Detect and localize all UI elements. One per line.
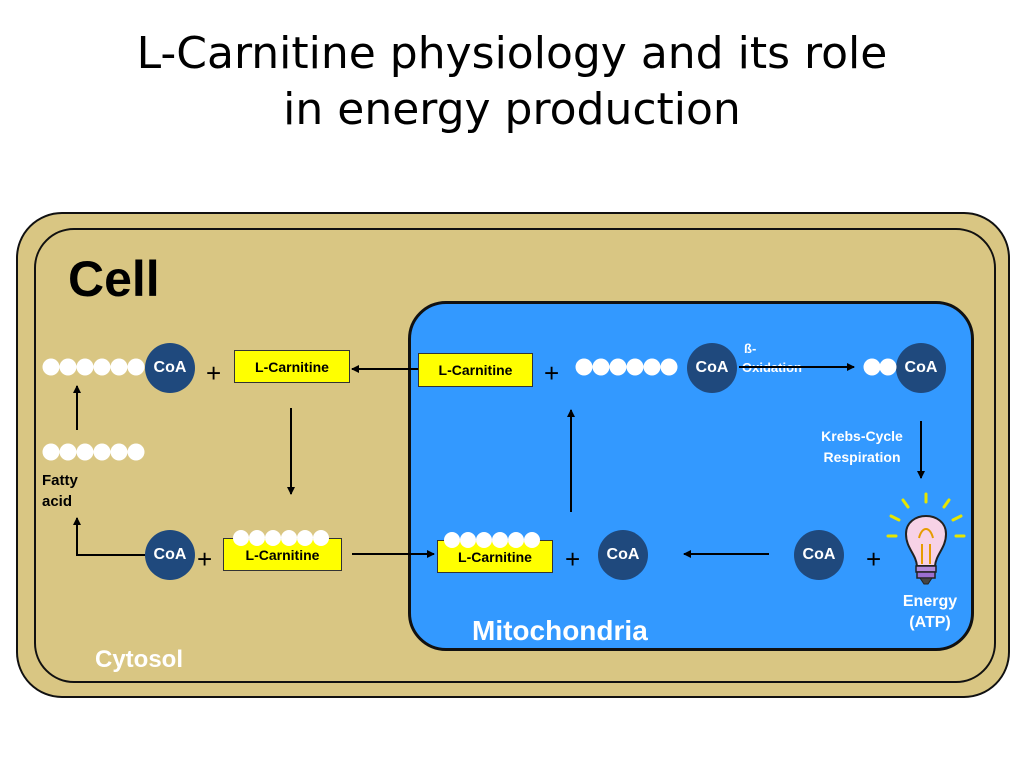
slide-title-line-2: in energy production xyxy=(283,84,741,135)
l-carnitine-box-cytosol-top: L-Carnitine xyxy=(234,350,350,383)
cell-label: Cell xyxy=(68,251,160,307)
fatty-acid-chain-free xyxy=(42,443,145,461)
fatty-acid-chain-cytosol-top xyxy=(42,358,145,376)
arrow-coa-to-fatty-acid xyxy=(73,517,145,556)
fatty-acid-label: Fatty acid xyxy=(42,470,78,512)
fatty-acid-label-line-1: Fatty xyxy=(42,472,78,489)
acyl-carnitine-chain-mito xyxy=(444,532,540,548)
fatty-acid-chain-oxidized xyxy=(863,358,897,376)
fatty-acid-chain-mito-top xyxy=(575,358,678,376)
plus-sign-cytosol-bottom: + xyxy=(197,544,213,574)
plus-sign-mito-bottom: + xyxy=(565,544,581,574)
coa-circle-mito-top-left: CoA xyxy=(687,343,737,393)
plus-sign-energy: + xyxy=(866,544,882,574)
energy-label-line-2: (ATP) xyxy=(909,614,951,631)
energy-label-line-1: Energy xyxy=(902,593,958,610)
plus-sign-cytosol-top: + xyxy=(206,358,222,388)
mitochondria-label: Mitochondria xyxy=(472,615,648,646)
krebs-cycle-label-line-1: Krebs-Cycle xyxy=(821,428,903,444)
slide-title-line-1: L-Carnitine physiology and its role xyxy=(136,28,888,79)
light-bulb-icon xyxy=(886,492,966,585)
fatty-acid-label-line-2: acid xyxy=(42,493,73,510)
krebs-cycle-label: Krebs-Cycle Respiration xyxy=(806,426,918,468)
krebs-cycle-label-line-2: Respiration xyxy=(823,449,901,465)
coa-circle-mito-bottom-left: CoA xyxy=(598,530,648,580)
cytosol-label: Cytosol xyxy=(95,646,184,673)
coa-circle-mito-bottom-right: CoA xyxy=(794,530,844,580)
coa-circle-cytosol-bottom: CoA xyxy=(145,530,195,580)
l-carnitine-box-mito-top: L-Carnitine xyxy=(418,353,533,387)
beta-oxidation-label-line-1: ß- xyxy=(744,341,757,356)
coa-circle-cytosol-top: CoA xyxy=(145,343,195,393)
energy-atp-label: Energy (ATP) xyxy=(890,591,970,633)
slide-title: L-Carnitine physiology and its role in e… xyxy=(0,26,1024,138)
acyl-carnitine-chain-cytosol xyxy=(233,530,329,546)
plus-sign-mito-top: + xyxy=(544,358,560,388)
coa-circle-mito-top-right: CoA xyxy=(896,343,946,393)
